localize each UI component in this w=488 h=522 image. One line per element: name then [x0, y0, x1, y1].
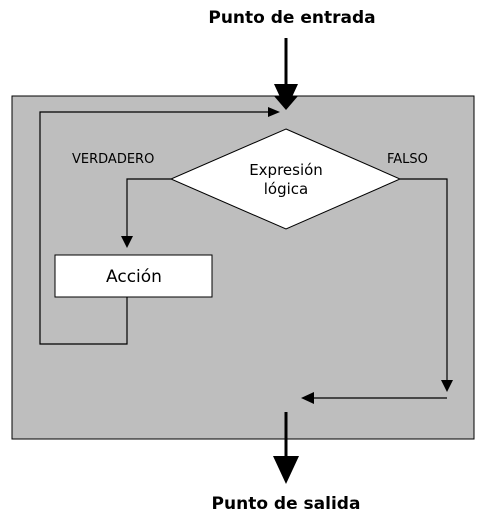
loop-back-connector [39, 111, 268, 345]
exit-point-label: Punto de salida [212, 494, 361, 514]
true-branch-arrowhead [121, 236, 133, 248]
loop-back-arrowhead [268, 107, 280, 117]
condition-diamond [169, 128, 402, 230]
action-box [54, 254, 213, 298]
action-label: Acción [106, 267, 162, 287]
false-branch-connector [400, 178, 448, 380]
true-branch-label: VERDADERO [72, 152, 154, 167]
entry-arrow-tip [274, 96, 298, 110]
condition-text-line2: lógica [264, 180, 308, 198]
true-branch-connector [126, 178, 171, 236]
false-branch-label: FALSO [387, 152, 428, 167]
exit-arrow [273, 412, 299, 484]
condition-text-line1: Expresión [249, 161, 323, 179]
entry-point-label: Punto de entrada [208, 8, 375, 28]
false-branch-exit-arrowhead [301, 392, 314, 404]
false-branch-down-arrowhead [441, 380, 453, 392]
